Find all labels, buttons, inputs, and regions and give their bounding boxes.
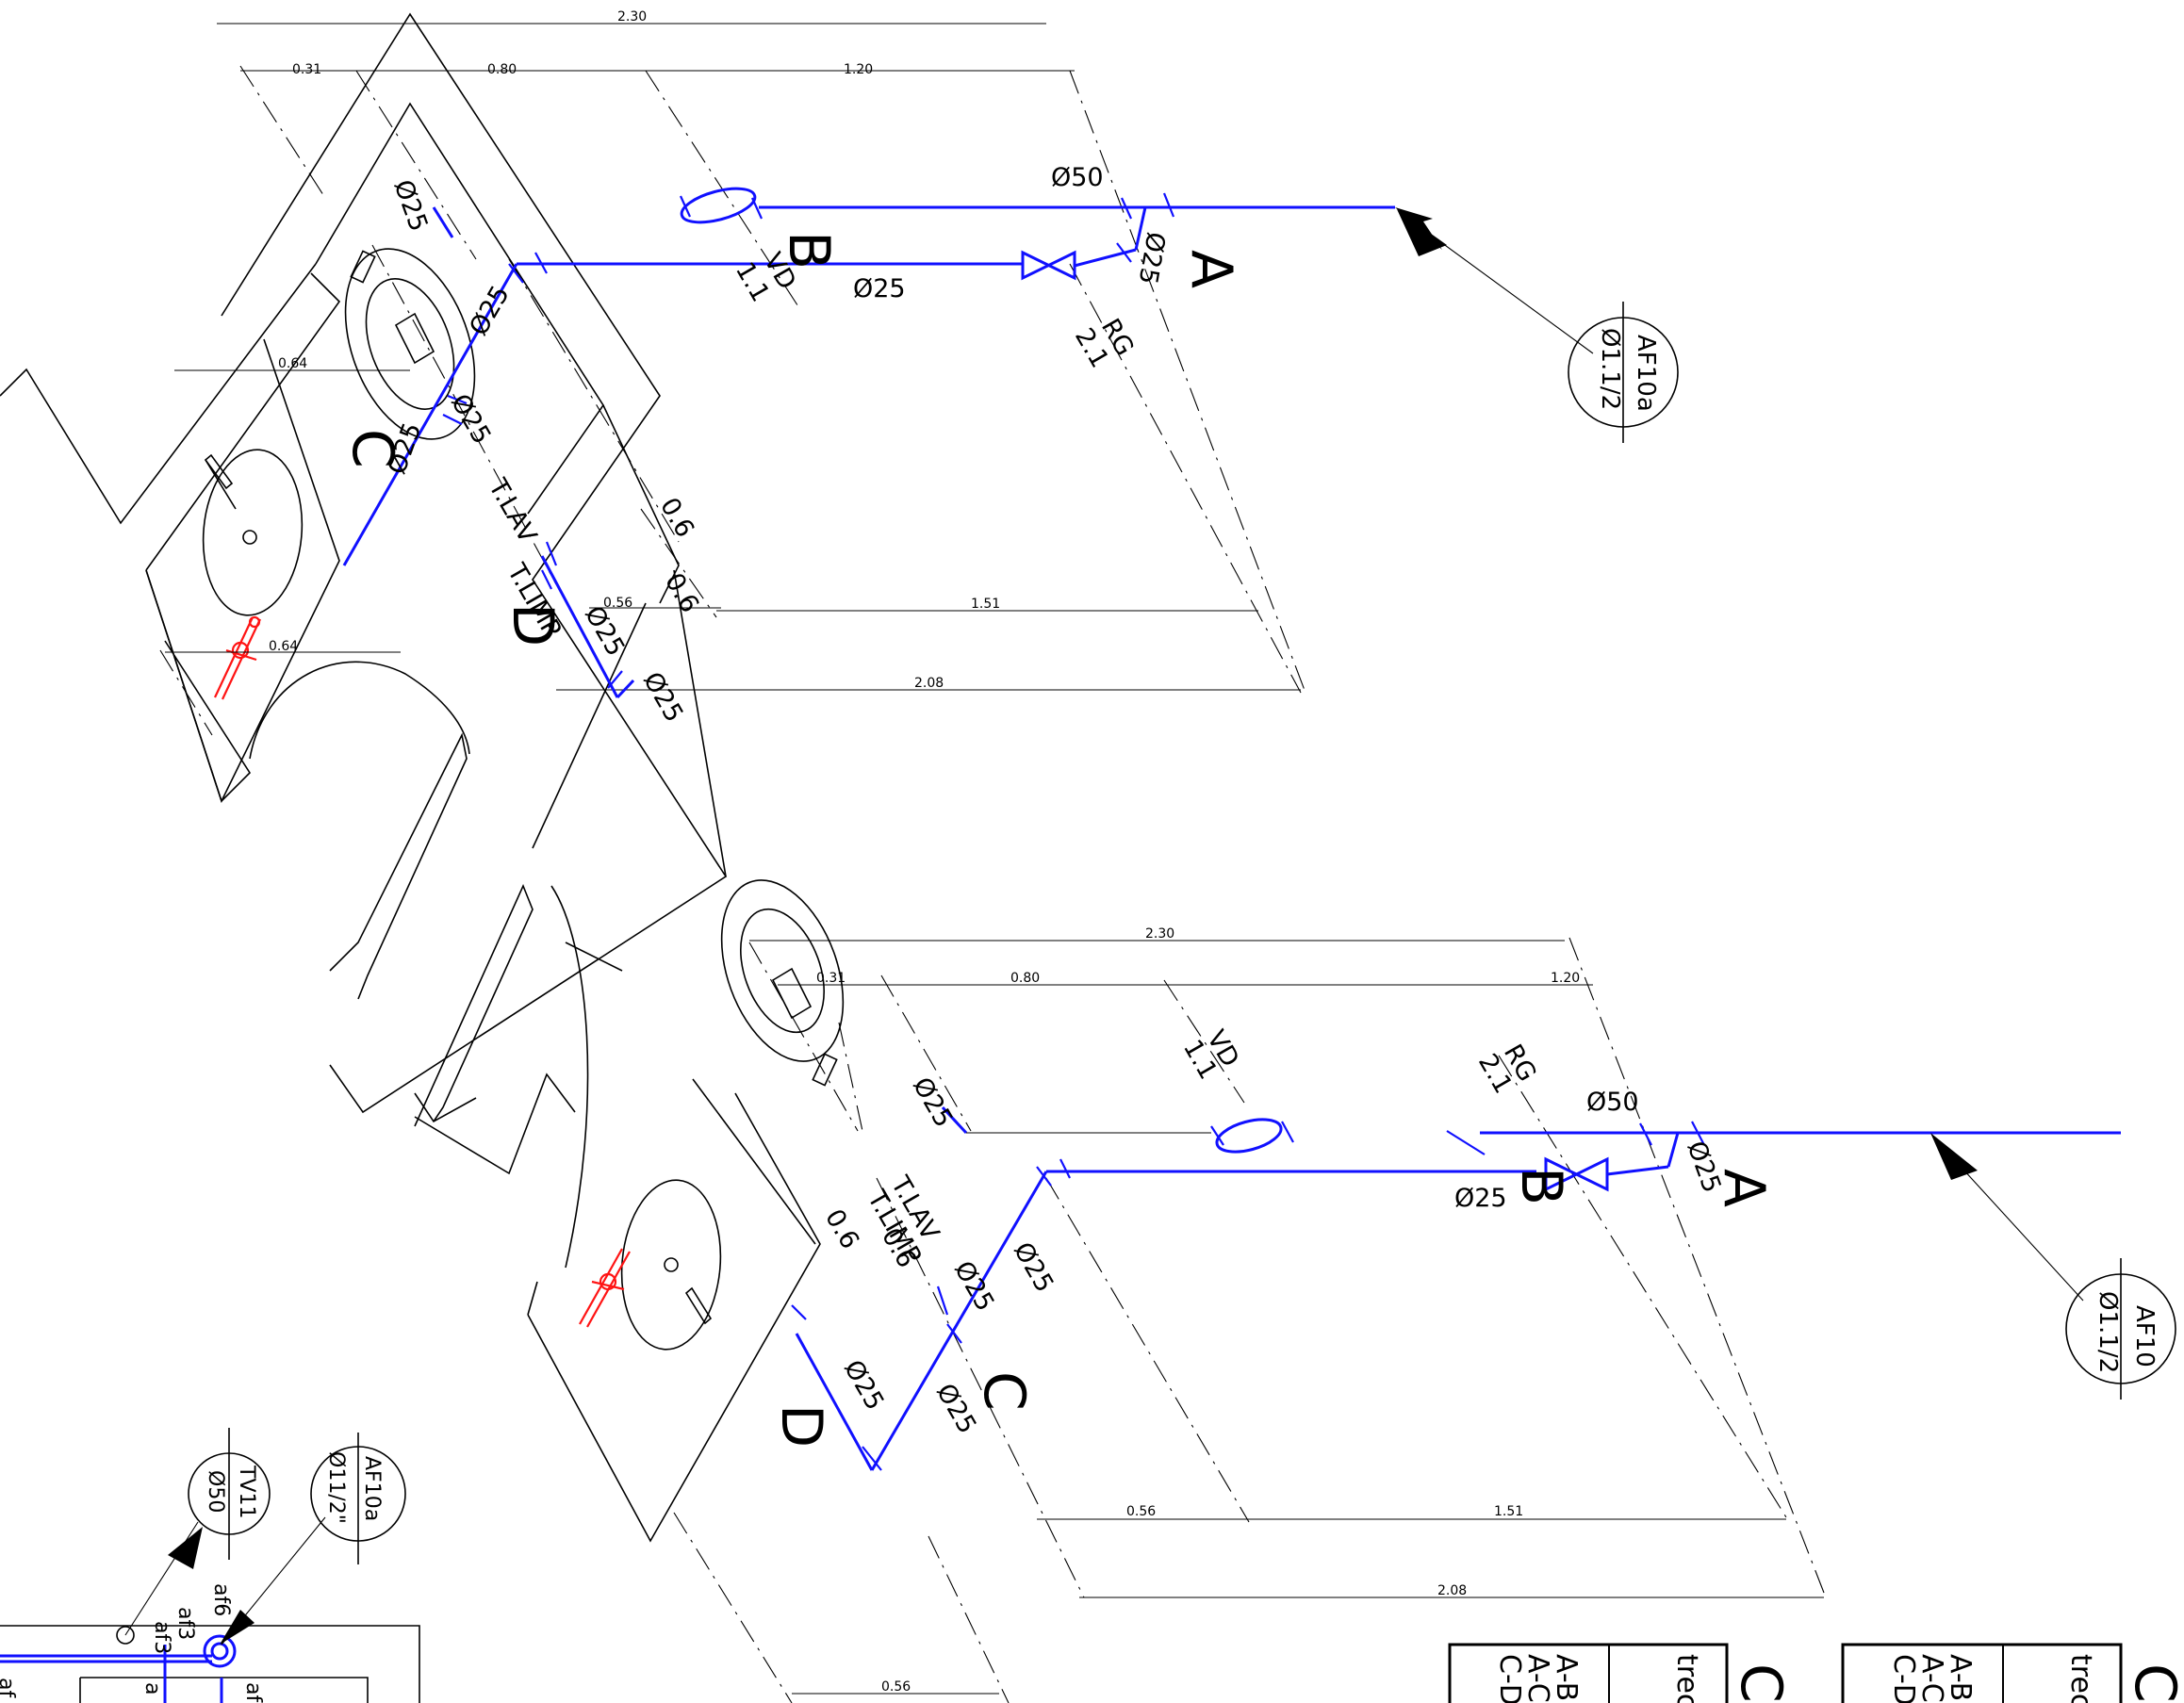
- lower-point-C: C: [971, 1371, 1037, 1411]
- upper-point-B: B: [776, 231, 842, 270]
- upper-shower-fitting: [214, 615, 261, 700]
- upper-d25-main: Ø25: [853, 274, 906, 303]
- lower-h-a: 0.6: [819, 1204, 864, 1254]
- upper-bathroom: 2.30 0.31 0.80 1.20 0.64 0.64 0.56 1.51 …: [0, 9, 1679, 1127]
- lower-riser-tag: AF10 Ø1.1/2: [1930, 1133, 2176, 1400]
- lower-tag-size: Ø1.1/2: [2094, 1291, 2122, 1373]
- lower-axes: [673, 937, 1825, 1703]
- lower-point-D: D: [768, 1404, 834, 1448]
- lower-dim-2.08: 2.08: [1437, 1583, 1467, 1598]
- table2-col: trec: [2064, 1654, 2097, 1703]
- lower-tag-code: AF10: [2130, 1305, 2159, 1367]
- table1-col: trec: [1670, 1654, 1703, 1703]
- pipe-table-2: A-B A-C C-D trec C: [1841, 1643, 2184, 1703]
- table1-title: C: [1728, 1663, 1794, 1703]
- lower-pipe-labels: Ø50 Ø25 Ø25 Ø25 Ø25 Ø25 Ø25 Ø25 B A C D …: [768, 1025, 1777, 1448]
- corner-tv-size: Ø50: [204, 1470, 227, 1513]
- corner-label-af3b: af3: [150, 1621, 173, 1654]
- corner-af-size: Ø11/2": [324, 1451, 348, 1524]
- upper-point-D: D: [500, 603, 566, 647]
- upper-dim-0.56: 0.56: [603, 596, 632, 611]
- upper-tag-size: Ø1.1/2: [1596, 328, 1624, 410]
- upper-door-arc: [249, 661, 470, 760]
- corner-af-code: AF10a: [360, 1456, 384, 1521]
- lower-point-A: A: [1711, 1169, 1777, 1207]
- lower-dim-2.30: 2.30: [1145, 926, 1174, 942]
- lower-bathroom: 2.30 0.31 0.80 1.20 0.56 1.51 2.08 0.56: [414, 879, 2176, 1703]
- upper-point-A: A: [1178, 250, 1244, 288]
- lower-toilet: [720, 879, 845, 1087]
- corner-label-af3a: af3: [173, 1607, 197, 1640]
- lower-d25-c: Ø25: [1008, 1237, 1059, 1298]
- upper-dimensions: 2.30 0.31 0.80 1.20 0.64 0.64 0.56 1.51 …: [165, 9, 1301, 691]
- corner-label-a: a: [140, 1682, 164, 1695]
- upper-riser-tag: AF10a Ø1.1/2: [1395, 207, 1679, 443]
- upper-h-a: 0.6: [654, 493, 699, 543]
- upper-dim-1.20: 1.20: [844, 62, 873, 77]
- lower-dim-0.80: 0.80: [1010, 971, 1040, 986]
- table2-row-ac: A-C: [1915, 1654, 1948, 1703]
- lower-d25-f: Ø25: [838, 1355, 890, 1416]
- upper-dim-0.64b: 0.64: [269, 639, 298, 654]
- upper-dim-2.30: 2.30: [617, 9, 647, 25]
- lower-shower-fitting: [579, 1248, 631, 1328]
- lower-point-B: B: [1508, 1167, 1574, 1205]
- upper-d50: Ø50: [1051, 163, 1104, 192]
- upper-pipe-labels: Ø50 Ø25 Ø25 Ø25 Ø25 Ø25 Ø25 Ø25 Ø25 B A …: [339, 163, 1244, 728]
- upper-dim-0.80: 0.80: [487, 62, 517, 77]
- lower-piping: [791, 1105, 2121, 1471]
- corner-plan: TV11 Ø50 AF10a Ø11/2" af6 af3 af3 af a a…: [0, 1428, 420, 1703]
- corner-tv-code: TV11: [235, 1465, 258, 1518]
- corner-label-af: af: [241, 1682, 265, 1703]
- table2-row-cd: C-D: [1887, 1654, 1920, 1703]
- lower-dim-0.56b: 0.56: [881, 1679, 911, 1695]
- upper-dim-2.08: 2.08: [914, 676, 944, 691]
- lower-dim-0.56: 0.56: [1126, 1504, 1156, 1519]
- table2-row-ab: A-B: [1944, 1654, 1977, 1701]
- upper-d25-g: Ø25: [637, 667, 689, 728]
- lower-d25-main: Ø25: [1454, 1184, 1507, 1213]
- upper-h-b: 0.6: [659, 568, 704, 618]
- lower-dimensions: 2.30 0.31 0.80 1.20 0.56 1.51 2.08 0.56: [749, 926, 1824, 1695]
- pipe-table-1: A-B A-C C-D trec C: [1448, 1643, 1794, 1703]
- table1-row-ab: A-B: [1550, 1654, 1583, 1701]
- table2-title: C: [2122, 1663, 2184, 1703]
- upper-dim-1.51: 1.51: [971, 597, 1000, 612]
- upper-tag-code: AF10a: [1632, 335, 1660, 412]
- corner-label-af6: af6: [209, 1583, 233, 1616]
- lower-dim-1.20: 1.20: [1551, 971, 1580, 986]
- lower-dim-0.31: 0.31: [816, 971, 846, 986]
- upper-d25-c: Ø25: [464, 281, 516, 341]
- lower-walls: [414, 942, 821, 1543]
- lower-d50: Ø50: [1586, 1088, 1639, 1117]
- upper-point-C: C: [339, 429, 405, 468]
- lower-d25-b: Ø25: [907, 1073, 959, 1133]
- table1-row-ac: A-C: [1521, 1654, 1554, 1703]
- upper-dim-0.64a: 0.64: [278, 356, 307, 371]
- lower-door-arc: [550, 885, 589, 1269]
- upper-walls: [0, 12, 728, 1127]
- corner-label-af-edge: af: [0, 1678, 18, 1698]
- lower-sink: [620, 1179, 722, 1351]
- upper-axes: [159, 65, 1306, 736]
- table1-row-cd: C-D: [1493, 1654, 1526, 1703]
- lower-dim-1.51: 1.51: [1494, 1504, 1523, 1519]
- upper-tlav: T.LAV: [482, 473, 542, 549]
- upper-dim-0.31: 0.31: [292, 62, 321, 77]
- upper-sink: [145, 338, 340, 804]
- upper-piping: [342, 187, 1395, 699]
- upper-d25-a: Ø25: [387, 176, 433, 236]
